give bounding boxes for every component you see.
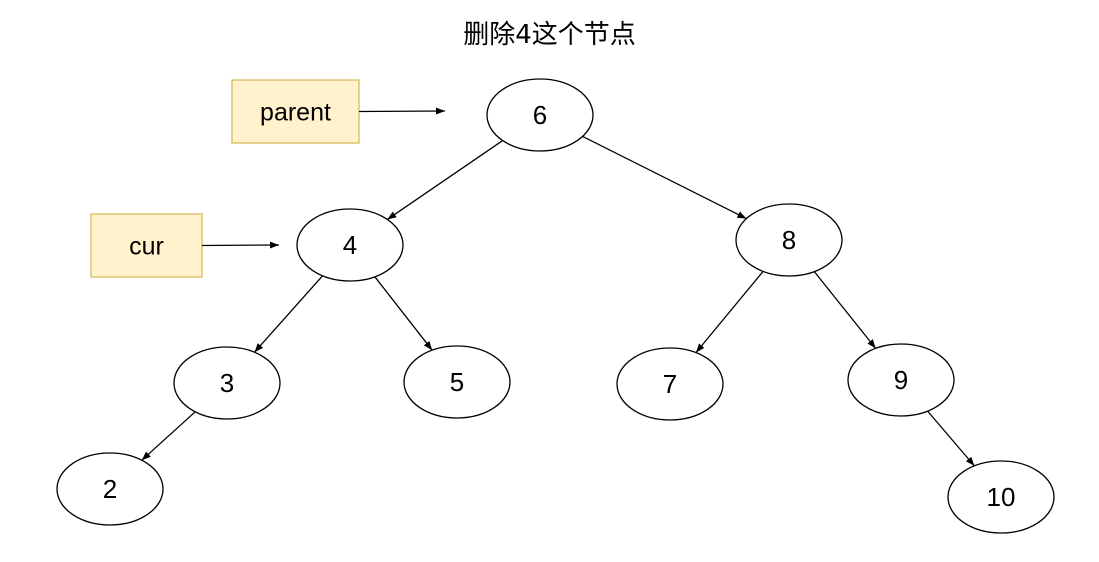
edge-n6-n4 <box>386 140 504 220</box>
node-label: 2 <box>103 474 117 504</box>
tree-node-9: 9 <box>847 343 955 417</box>
pointer-box <box>231 79 360 144</box>
pointer-arrow <box>201 241 280 249</box>
node-ellipse <box>173 346 281 420</box>
edge-n4-n3 <box>253 275 324 353</box>
tree-node-6: 6 <box>486 78 594 152</box>
tree-node-5: 5 <box>403 345 511 419</box>
edge-n9-n10 <box>927 410 975 467</box>
edge-n8-n7 <box>695 270 764 354</box>
node-label: 4 <box>343 230 357 260</box>
node-ellipse <box>616 347 724 421</box>
node-label: 3 <box>220 368 234 398</box>
pointer-box <box>90 213 203 278</box>
edge-n3-n2 <box>141 411 196 461</box>
diagram-title: 删除4这个节点 <box>463 20 636 50</box>
pointer-cur: cur <box>90 213 280 278</box>
tree-node-4: 4 <box>296 208 404 282</box>
node-ellipse <box>56 452 164 526</box>
tree-node-2: 2 <box>56 452 164 526</box>
tree-node-8: 8 <box>735 203 843 277</box>
edge-n4-n5 <box>374 276 433 351</box>
edge-n8-n9 <box>813 271 877 349</box>
pointer-arrow <box>358 107 446 115</box>
node-ellipse <box>735 203 843 277</box>
node-ellipse <box>403 345 511 419</box>
pointer-label: parent <box>260 99 331 127</box>
node-label: 9 <box>894 365 908 395</box>
pointer-label: cur <box>129 233 164 261</box>
node-label: 6 <box>533 100 547 130</box>
node-label: 8 <box>782 225 796 255</box>
edge-n6-n8 <box>582 135 747 220</box>
node-ellipse <box>847 343 955 417</box>
node-ellipse <box>486 78 594 152</box>
node-label: 10 <box>987 482 1016 512</box>
node-label: 5 <box>450 367 464 397</box>
tree-node-3: 3 <box>173 346 281 420</box>
pointer-parent: parent <box>231 79 446 144</box>
node-ellipse <box>947 460 1055 534</box>
node-label: 7 <box>663 369 677 399</box>
node-ellipse <box>296 208 404 282</box>
tree-node-10: 10 <box>947 460 1055 534</box>
tree-node-7: 7 <box>616 347 724 421</box>
